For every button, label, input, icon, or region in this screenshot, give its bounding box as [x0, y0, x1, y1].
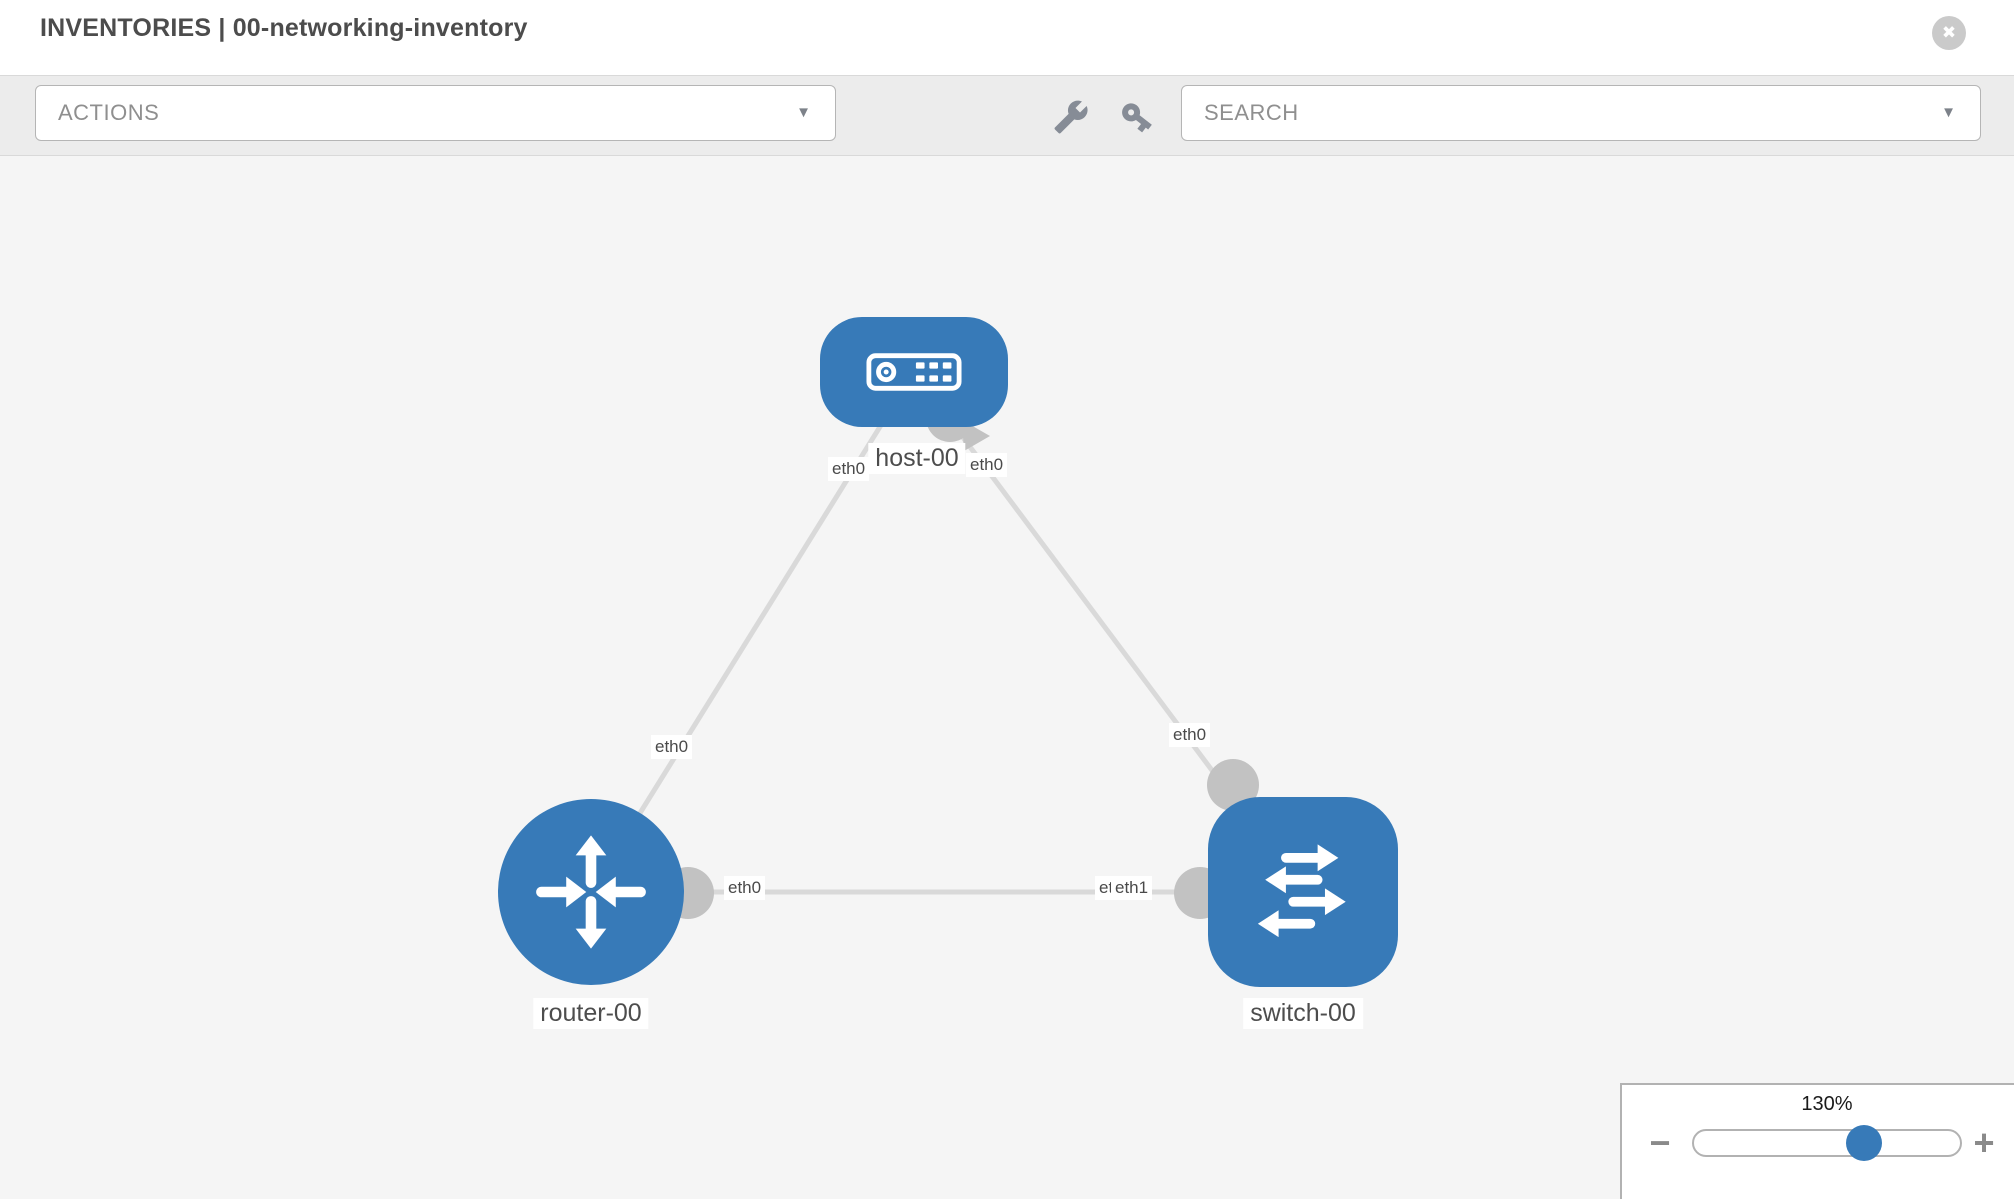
- node-switch-00[interactable]: [1208, 797, 1398, 987]
- node-label-host: host-00: [868, 443, 966, 474]
- node-host-00[interactable]: [820, 317, 1008, 427]
- iface-label-switch-eth1: eth1: [1111, 876, 1153, 900]
- zoom-level-value: 130%: [1801, 1093, 1853, 1115]
- zoom-control-panel: 130% − +: [1620, 1083, 2014, 1199]
- search-dropdown-label: SEARCH: [1204, 100, 1299, 125]
- adjustments-button[interactable]: [1048, 95, 1094, 139]
- panel-header: INVENTORIES | 00-networking-inventory ✖: [0, 0, 2014, 75]
- host-icon: [866, 353, 962, 391]
- actions-dropdown-label: ACTIONS: [58, 100, 160, 125]
- iface-label-host-eth0-left: eth0: [828, 457, 870, 481]
- plus-icon: +: [1973, 1122, 1995, 1163]
- actions-dropdown[interactable]: ACTIONS ▼: [35, 85, 836, 141]
- close-icon: ✖: [1941, 23, 1957, 42]
- close-button[interactable]: ✖: [1932, 16, 1966, 50]
- search-dropdown[interactable]: SEARCH ▼: [1181, 85, 1981, 141]
- iface-label-switch-eth0-uplink: eth0: [1169, 723, 1211, 747]
- page-title: INVENTORIES | 00-networking-inventory: [40, 14, 528, 42]
- topology-links-layer: [588, 370, 1306, 919]
- zoom-slider-track[interactable]: [1692, 1129, 1962, 1157]
- toolbar: ACTIONS ▼ SEARCH ▼: [0, 75, 2014, 156]
- chevron-down-icon: ▼: [796, 103, 811, 121]
- topology-canvas[interactable]: host-00 router-00 switch-00 eth0 eth0 et…: [0, 156, 2014, 1199]
- credentials-button[interactable]: [1114, 95, 1160, 139]
- switch-icon: [1257, 844, 1346, 938]
- key-icon: [1122, 103, 1152, 133]
- node-label-switch: switch-00: [1243, 998, 1363, 1029]
- wrench-icon: [1054, 100, 1088, 134]
- router-icon: [536, 835, 646, 949]
- minus-icon: −: [1649, 1122, 1671, 1163]
- iface-label-router-eth0-uplink: eth0: [651, 735, 693, 759]
- node-label-router: router-00: [533, 998, 649, 1029]
- zoom-slider-thumb[interactable]: [1846, 1125, 1882, 1161]
- link-arrowhead: [962, 420, 990, 451]
- iface-label-host-eth0-right: eth0: [966, 453, 1008, 477]
- node-router-00[interactable]: [498, 799, 684, 985]
- iface-label-router-eth0: eth0: [724, 876, 766, 900]
- zoom-out-button[interactable]: −: [1640, 1121, 1680, 1165]
- chevron-down-icon: ▼: [1941, 103, 1956, 121]
- zoom-in-button[interactable]: +: [1964, 1121, 2004, 1165]
